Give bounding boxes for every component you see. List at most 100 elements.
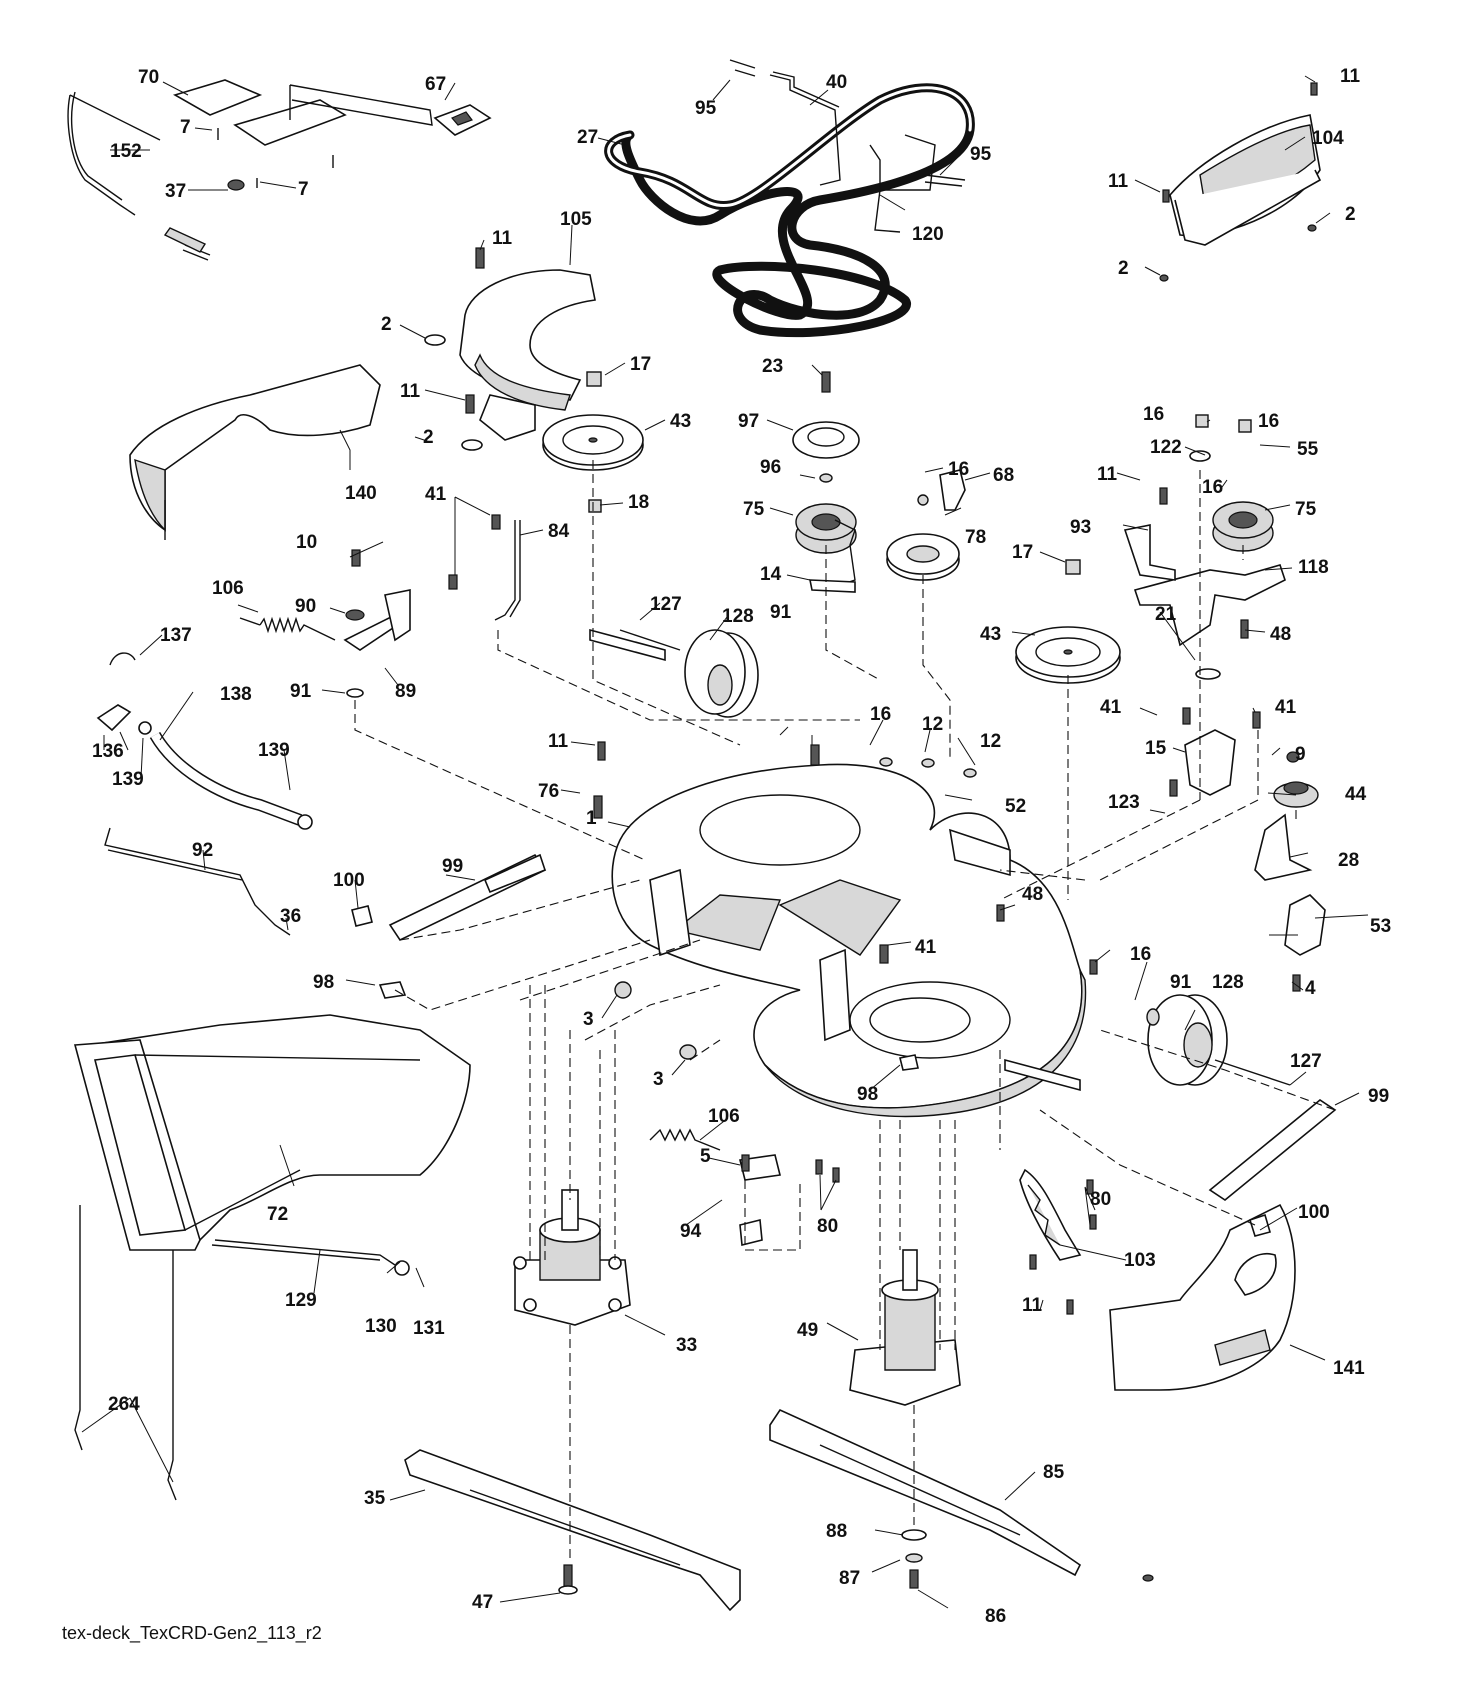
shield-141 xyxy=(1109,1203,1296,1391)
callout-11e: 11 xyxy=(1097,464,1118,485)
callout-11d: 11 xyxy=(400,381,421,402)
callout-11g: 11 xyxy=(1022,1295,1043,1316)
callout-127: 127 xyxy=(650,594,682,615)
bracket-15 xyxy=(1184,729,1236,796)
callout-3: 3 xyxy=(583,1009,594,1030)
rod-40-120 xyxy=(729,59,966,233)
callout-12: 12 xyxy=(922,714,943,735)
rod-92 xyxy=(104,827,291,936)
callout-41b: 41 xyxy=(1100,697,1122,718)
belt-27 xyxy=(604,83,975,338)
callout-53: 53 xyxy=(1370,916,1391,937)
bracket-53 xyxy=(1284,894,1326,956)
callout-16f: 16 xyxy=(1130,944,1151,965)
callout-4: 4 xyxy=(1305,978,1316,999)
callout-88: 88 xyxy=(826,1521,847,1542)
callout-68: 68 xyxy=(993,465,1014,486)
arm-99-right xyxy=(1208,1099,1337,1201)
callout-17b: 17 xyxy=(1012,542,1033,563)
callout-136: 136 xyxy=(92,741,124,762)
callout-36: 36 xyxy=(280,906,301,927)
callout-104: 104 xyxy=(1312,128,1344,149)
idler-bracket-118 xyxy=(1123,524,1286,647)
callout-97: 97 xyxy=(738,411,759,432)
callout-100b: 100 xyxy=(1298,1202,1330,1223)
callout-55: 55 xyxy=(1297,439,1319,460)
arm-99-left xyxy=(388,853,547,942)
lift-linkage-assembly xyxy=(67,79,492,261)
wheel-128-top xyxy=(619,629,759,718)
belt-cover-104 xyxy=(1169,114,1322,246)
callout-18: 18 xyxy=(628,492,649,513)
callout-21: 21 xyxy=(1155,604,1177,625)
callout-15: 15 xyxy=(1145,738,1167,759)
pulley-75-left xyxy=(795,503,857,554)
callout-95: 95 xyxy=(695,98,717,119)
callout-80: 80 xyxy=(1090,1189,1111,1210)
callout-37: 37 xyxy=(165,181,186,202)
callout-80b: 80 xyxy=(817,1216,838,1237)
callout-91c: 91 xyxy=(1170,972,1192,993)
blade-35 xyxy=(404,1449,741,1612)
callout-120: 120 xyxy=(912,224,944,245)
callout-90: 90 xyxy=(295,596,316,617)
callout-91b: 91 xyxy=(770,602,792,623)
pulley-44 xyxy=(1273,781,1319,808)
callout-labels: 70 67 7 152 37 7 95 40 27 95 120 11 104 … xyxy=(92,66,1391,1627)
callout-16b: 16 xyxy=(1143,404,1164,425)
pulley-78 xyxy=(886,533,960,581)
callout-99b: 99 xyxy=(1368,1086,1389,1107)
callout-99: 99 xyxy=(442,856,463,877)
callout-129: 129 xyxy=(285,1290,317,1311)
callout-41d: 41 xyxy=(915,937,937,958)
callout-48: 48 xyxy=(1270,624,1291,645)
callout-35: 35 xyxy=(364,1488,386,1509)
callout-7: 7 xyxy=(180,117,191,138)
callout-9: 9 xyxy=(1295,744,1306,765)
pulley-43-left xyxy=(542,414,644,471)
callout-70: 70 xyxy=(138,67,159,88)
callout-152: 152 xyxy=(110,141,142,162)
blade-85 xyxy=(769,1408,1082,1577)
clips-264 xyxy=(74,1205,177,1501)
callout-140: 140 xyxy=(345,483,377,504)
pulley-43-right xyxy=(1015,626,1121,684)
callout-14: 14 xyxy=(760,564,782,585)
shield-140 xyxy=(129,364,381,540)
callout-11b: 11 xyxy=(1108,171,1129,192)
callout-264: 264 xyxy=(108,1394,140,1415)
callout-16e: 16 xyxy=(870,704,891,725)
callout-5: 5 xyxy=(700,1146,711,1167)
callout-131: 131 xyxy=(413,1318,445,1339)
callout-28: 28 xyxy=(1338,850,1359,871)
callout-52: 52 xyxy=(1005,796,1026,817)
diagram-caption: tex-deck_TexCRD-Gen2_113_r2 xyxy=(62,1623,322,1644)
callout-118: 118 xyxy=(1298,557,1329,578)
pulley-97 xyxy=(792,421,860,459)
callout-94: 94 xyxy=(680,1221,702,1242)
link-89 xyxy=(343,589,411,651)
callout-106: 106 xyxy=(212,578,244,599)
callout-67: 67 xyxy=(425,74,446,95)
spindle-33 xyxy=(513,1189,631,1326)
hose-138 xyxy=(96,652,313,830)
callout-78: 78 xyxy=(965,527,986,548)
callout-16c: 16 xyxy=(1258,411,1279,432)
callout-23: 23 xyxy=(762,356,783,377)
callout-91: 91 xyxy=(290,681,312,702)
discharge-chute-72 xyxy=(73,1014,471,1251)
callout-127b: 127 xyxy=(1290,1051,1322,1072)
wheel-128-right xyxy=(1147,994,1291,1086)
callout-84: 84 xyxy=(548,521,570,542)
callout-128b: 128 xyxy=(1212,972,1244,993)
callout-96: 96 xyxy=(760,457,781,478)
pulley-75-right xyxy=(1212,501,1274,552)
callout-87: 87 xyxy=(839,1568,860,1589)
callout-11c: 11 xyxy=(492,228,513,249)
callout-3b: 3 xyxy=(653,1069,664,1090)
callout-48b: 48 xyxy=(1022,884,1043,905)
callout-122: 122 xyxy=(1150,437,1182,458)
callout-93: 93 xyxy=(1070,517,1091,538)
callout-33: 33 xyxy=(676,1335,697,1356)
